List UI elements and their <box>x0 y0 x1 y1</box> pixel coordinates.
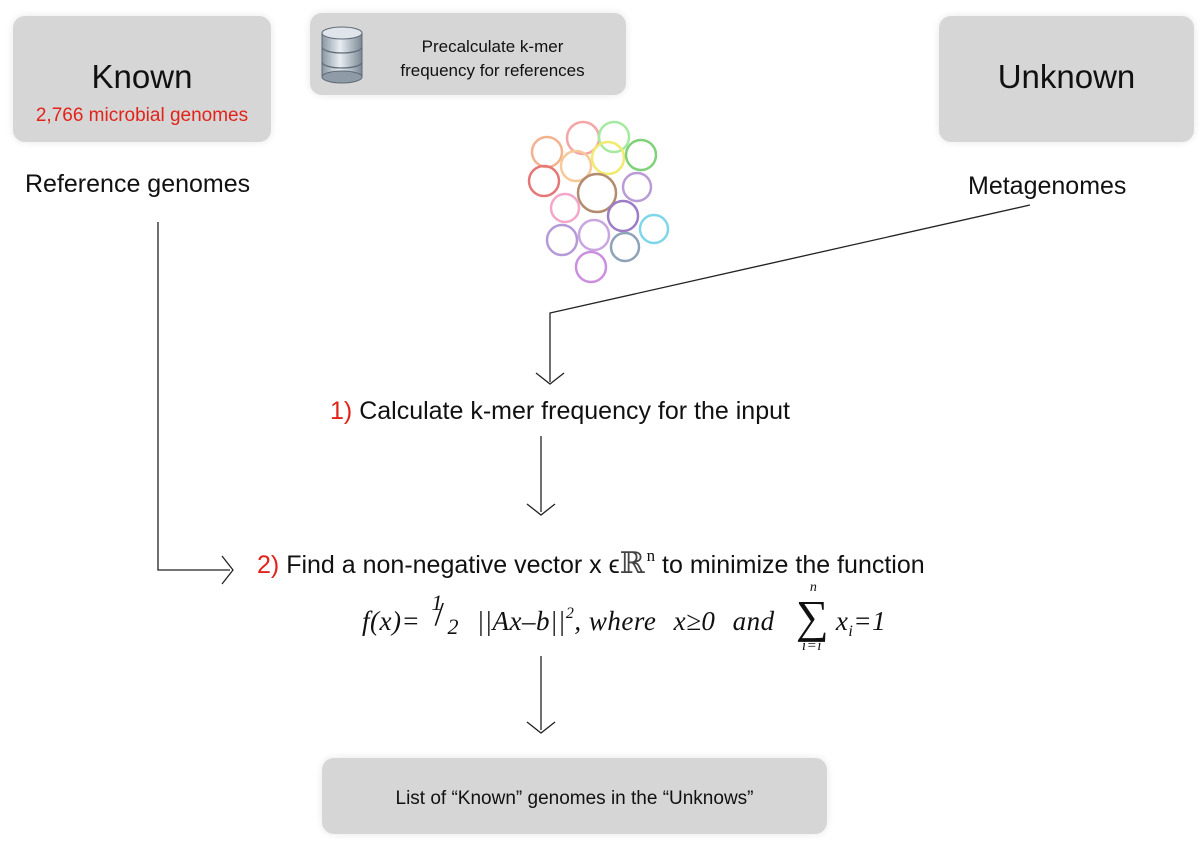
reference-genomes-label: Reference genomes <box>25 170 251 198</box>
kmer-circle <box>624 138 658 172</box>
sum-equals: =1 <box>853 606 887 636</box>
metagenomes-label: Metagenomes <box>968 172 1127 200</box>
metagenomes-connector <box>549 204 1031 382</box>
kmer-circle <box>576 172 618 214</box>
half-numerator: 1 <box>431 590 443 615</box>
kmer-circle <box>606 199 640 233</box>
formula-constraint: x≥0 <box>673 606 716 636</box>
kmer-circle <box>577 218 611 252</box>
arrowhead-result <box>526 721 556 734</box>
formula-where: , where <box>574 606 657 636</box>
formula-and: and <box>732 606 775 636</box>
kmer-circle <box>621 171 653 203</box>
unknown-box: Unknown <box>939 16 1194 142</box>
unknown-title: Unknown <box>997 58 1136 95</box>
step2-superscript: n <box>646 546 656 565</box>
half-slash: / <box>434 596 445 633</box>
known-subtitle: 2,766 microbial genomes <box>35 105 249 126</box>
sum-term: x <box>835 606 849 636</box>
kmer-circle <box>597 120 631 154</box>
formula-lhs: f(x)= <box>362 606 421 636</box>
half-denominator: 2 <box>447 614 459 639</box>
formula-half: 1 / 2 <box>427 590 463 639</box>
formula-norm: ||Ax–b|| <box>476 606 566 636</box>
kmer-circle <box>574 250 608 284</box>
kmer-circle <box>549 192 581 224</box>
arrowhead-step2 <box>526 503 556 516</box>
step1-number: 1) <box>330 397 353 425</box>
kmer-circles-cluster <box>527 120 670 284</box>
real-numbers-symbol: ℝ <box>619 546 645 581</box>
kmer-circle <box>590 140 626 176</box>
formula-sum: n ∑ i=i <box>796 580 836 654</box>
kmer-circle <box>609 231 641 263</box>
step2-text-before: Find a non-negative vector x ϵ <box>286 551 620 579</box>
precalc-line2: frequency for references <box>400 61 585 80</box>
result-text: List of “Known” genomes in the “Unknows” <box>395 788 754 809</box>
step1: 1) Calculate k-mer frequency for the inp… <box>330 397 790 426</box>
known-box: Known 2,766 microbial genomes <box>13 16 271 142</box>
formula-norm-exponent: 2 <box>565 605 575 622</box>
known-title: Known <box>91 58 193 95</box>
kmer-circle <box>545 223 579 257</box>
result-box: List of “Known” genomes in the “Unknows” <box>322 758 827 834</box>
step2-text-after: to minimize the function <box>662 551 925 579</box>
formula: f(x)= 1 / 2 ||Ax–b||2, where x≥0 and n ∑… <box>362 580 887 660</box>
step2-number: 2) <box>257 551 280 579</box>
sum-term-subscript: i <box>848 623 854 640</box>
step1-text: Calculate k-mer frequency for the input <box>359 397 790 425</box>
reference-connector <box>157 222 230 571</box>
kmer-circle <box>559 149 593 183</box>
sum-upper-limit: n <box>809 580 818 595</box>
kmer-circle <box>527 164 561 198</box>
arrowhead-step1 <box>535 372 565 385</box>
precalc-box: Precalculate k-mer frequency for referen… <box>310 13 626 95</box>
kmer-circle <box>638 213 670 245</box>
sum-lower-limit: i=i <box>801 638 822 654</box>
sigma-symbol: ∑ <box>795 591 830 642</box>
precalc-line1: Precalculate k-mer <box>421 37 564 56</box>
database-icon <box>321 26 363 84</box>
arrowhead-reference <box>221 555 234 585</box>
